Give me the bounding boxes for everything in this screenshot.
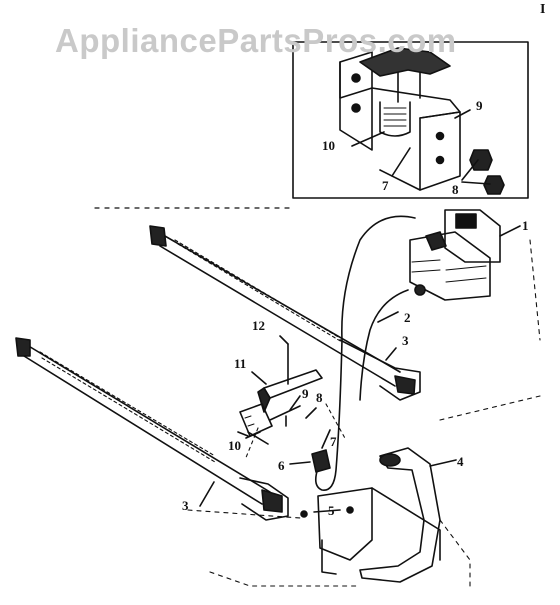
mounting-bracket <box>317 487 373 561</box>
callout-2: 2 <box>404 310 411 325</box>
igniter-shield <box>263 369 323 399</box>
callout-9-inset: 9 <box>476 98 483 113</box>
inset-screw-upper <box>469 149 493 171</box>
thermostat-head <box>444 209 501 263</box>
callout-4: 4 <box>457 454 464 469</box>
callout-7-inset: 7 <box>382 178 389 193</box>
callout-7-main: 7 <box>330 434 337 449</box>
inset-bracket-flange <box>371 87 461 191</box>
callout-12: 12 <box>252 318 265 333</box>
inset-bracket-front <box>419 111 461 191</box>
lower-burner-head <box>239 477 289 521</box>
callout-6: 6 <box>278 458 285 473</box>
callout-3-upper: 3 <box>402 333 409 348</box>
upper-burner-head <box>339 339 421 401</box>
callout-5: 5 <box>328 503 335 518</box>
manifold-pipe <box>359 447 441 583</box>
callout-3-lower: 3 <box>182 498 189 513</box>
inset-valve-body <box>379 101 411 137</box>
thermocouple <box>239 403 273 437</box>
inset-screw-lower <box>483 175 505 195</box>
inset-bracket-side <box>339 61 373 151</box>
callout-11: 11 <box>234 356 246 371</box>
inset-box <box>292 41 529 199</box>
callout-8-main: 8 <box>316 390 323 405</box>
lower-burner-tube <box>21 341 271 505</box>
corner-mark: I <box>540 2 546 17</box>
flexible-gas-tube <box>314 215 416 491</box>
callout-10-inset: 10 <box>322 138 335 153</box>
gas-valve-body <box>409 231 491 301</box>
callout-10-main: 10 <box>228 438 241 453</box>
callout-1: 1 <box>522 218 529 233</box>
site-watermark: AppliancePartsPros.com <box>55 22 457 59</box>
callout-9-main: 9 <box>302 386 309 401</box>
callout-8-inset: 8 <box>452 182 459 197</box>
inset-knob <box>359 47 451 77</box>
tube-fitting <box>311 449 331 473</box>
